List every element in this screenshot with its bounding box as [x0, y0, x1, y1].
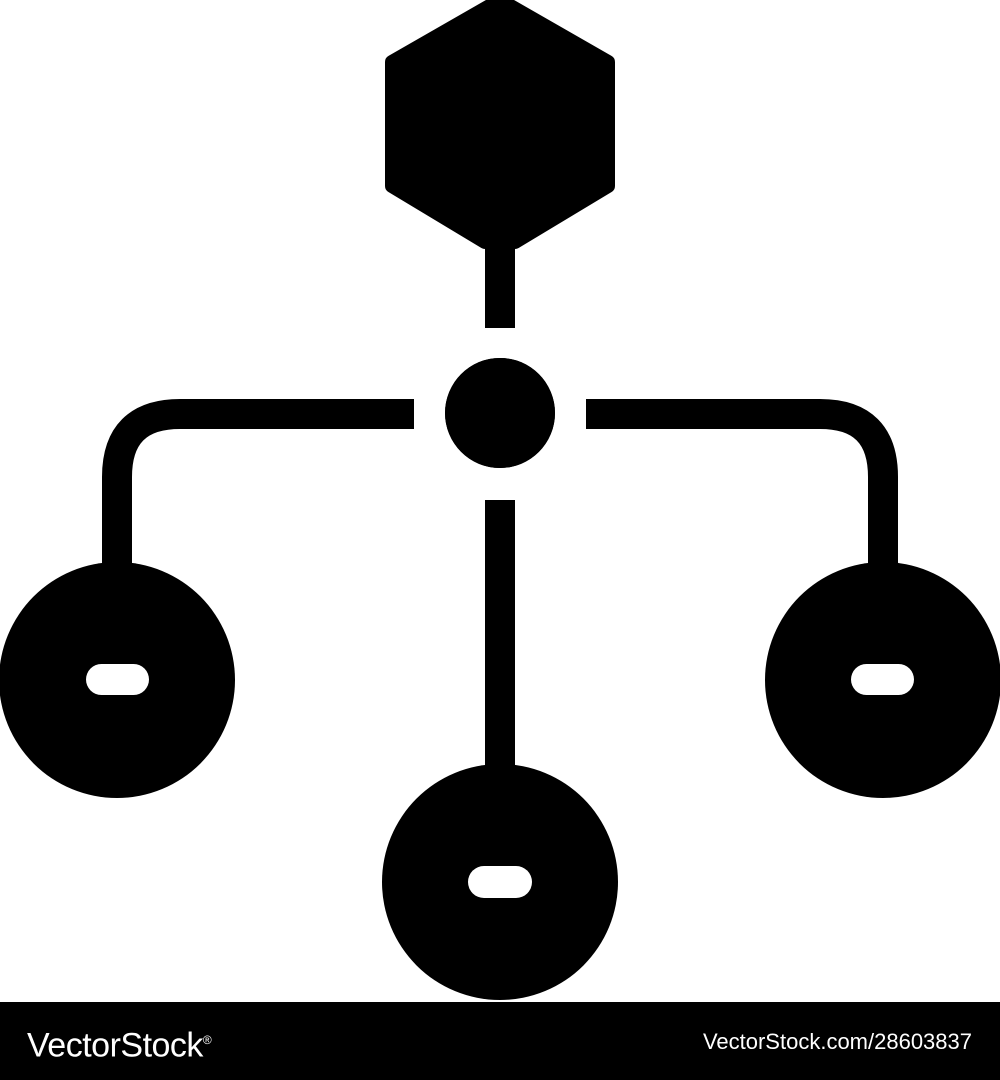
- connector-line: [102, 399, 415, 565]
- minus-icon: [468, 866, 532, 898]
- watermark-footer: VectorStock® VectorStock.com/28603837: [0, 1002, 1000, 1080]
- connector-line: [485, 240, 515, 328]
- logo-text: VectorStock: [27, 1026, 203, 1065]
- registered-mark: ®: [202, 1033, 212, 1047]
- connector-line: [485, 500, 515, 768]
- image-id-text: VectorStock.com/28603837: [702, 1029, 972, 1054]
- vectorstock-logo: VectorStock®: [27, 1020, 212, 1065]
- connector-line: [585, 399, 898, 565]
- minus-icon: [851, 664, 914, 695]
- hexagon-node: [385, 0, 615, 249]
- hierarchy-icon: [0, 0, 1000, 1000]
- minus-icon: [86, 664, 149, 695]
